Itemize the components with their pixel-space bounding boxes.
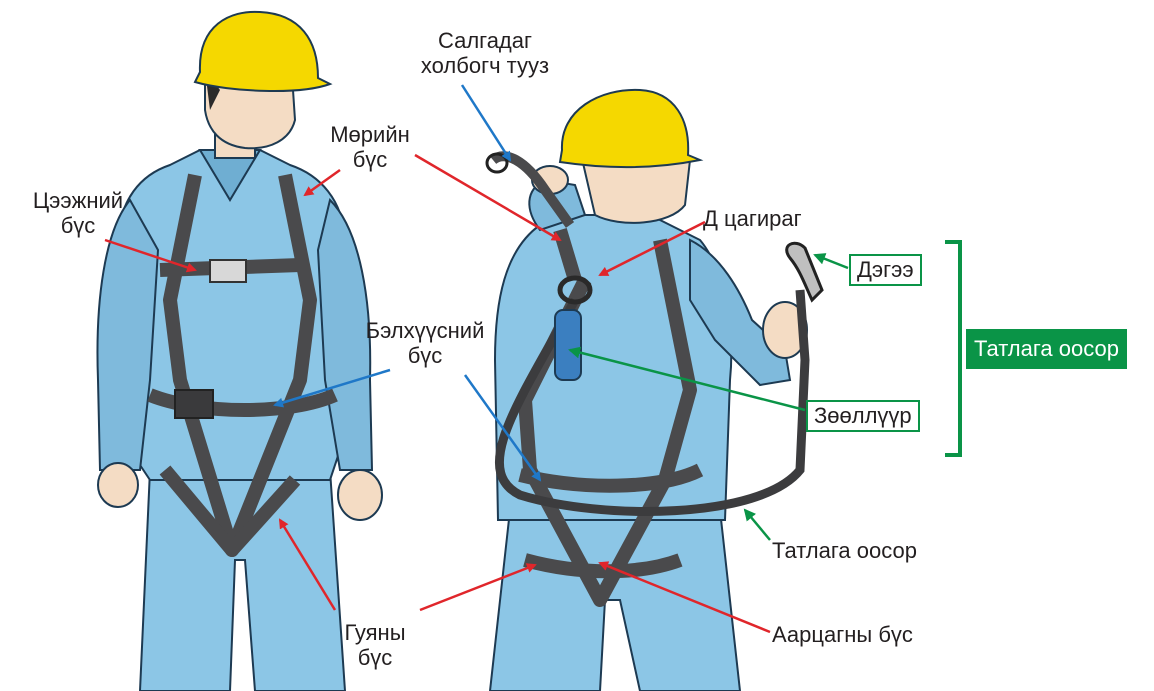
arrow-lanyard <box>745 510 770 540</box>
label-release-strap: Салгадаг холбогч тууз <box>400 28 570 78</box>
arrow-release-strap <box>462 85 510 160</box>
label-hook: Дэгээ <box>849 254 922 286</box>
label-thigh-belt-line1: Гуяны <box>330 620 420 645</box>
label-waist-belt: Бэлхүүсний бүс <box>355 318 495 368</box>
shock-absorber-shape <box>555 310 581 380</box>
label-waist-belt-line2: бүс <box>355 343 495 368</box>
label-release-strap-line1: Салгадаг <box>400 28 570 53</box>
label-chest-belt-line2: бүс <box>28 213 128 238</box>
front-worker-legs <box>140 470 345 691</box>
label-thigh-belt: Гуяны бүс <box>330 620 420 670</box>
label-d-ring: Д цагираг <box>703 206 802 231</box>
front-worker-right-hand <box>338 470 382 520</box>
label-chest-belt-line1: Цээжний <box>28 188 128 213</box>
label-shoulder-belt-line2: бүс <box>325 147 415 172</box>
label-shoulder-belt: Мөрийн бүс <box>325 122 415 172</box>
arrow-hook <box>815 255 848 268</box>
lanyard-group-bracket <box>945 242 960 455</box>
label-chest-belt: Цээжний бүс <box>28 188 128 238</box>
label-lanyard: Татлага оосор <box>772 538 917 563</box>
back-worker-helmet <box>560 90 700 167</box>
label-lanyard-group: Татлага оосор <box>966 329 1127 369</box>
label-release-strap-line2: холбогч тууз <box>400 53 570 78</box>
back-worker-illustration <box>487 90 822 691</box>
label-shoulder-belt-line1: Мөрийн <box>325 122 415 147</box>
front-worker-illustration <box>97 12 382 691</box>
label-seat-belt: Аарцагны бүс <box>772 622 913 647</box>
label-shock-absorber: Зөөллүүр <box>806 400 920 432</box>
back-worker-legs <box>490 510 740 691</box>
label-waist-belt-line1: Бэлхүүсний <box>355 318 495 343</box>
label-thigh-belt-line2: бүс <box>330 645 420 670</box>
front-worker-helmet <box>195 12 330 91</box>
front-worker-left-hand <box>98 463 138 507</box>
